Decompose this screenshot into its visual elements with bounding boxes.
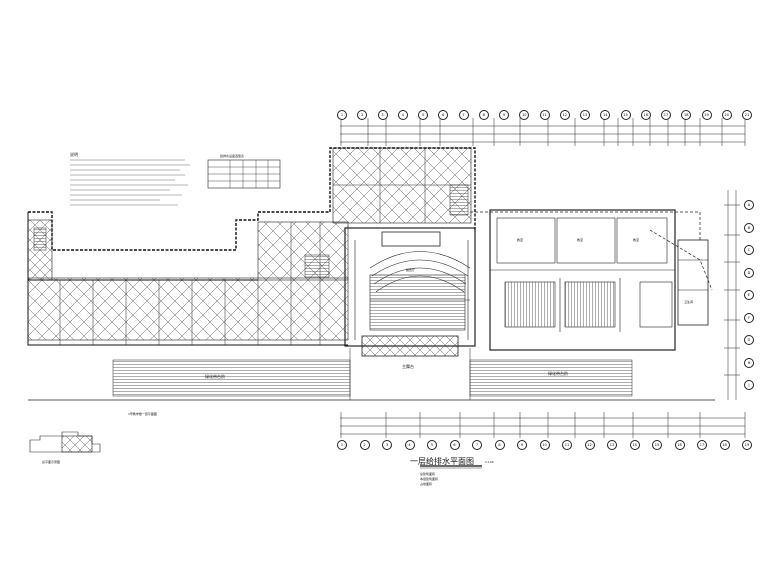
axis-bubble: E	[744, 290, 754, 300]
axis-bubble: A	[744, 200, 754, 210]
bottom-dimension-lines	[340, 412, 746, 438]
axis-bubble: 3	[382, 440, 392, 450]
axis-bubble: 6	[438, 110, 449, 120]
axis-bubble: 9	[517, 440, 527, 450]
axis-bubble: 14	[600, 110, 611, 120]
axis-bubble: J	[744, 380, 754, 390]
terrace-steps	[28, 348, 715, 401]
stair-label-right: 绿化带台阶	[548, 371, 568, 376]
axis-bubble: 7	[472, 440, 482, 450]
axis-bubble: F	[744, 312, 754, 323]
area-line-2: 本层建筑面积	[420, 477, 439, 481]
title-underline	[420, 465, 482, 469]
left-building-label: 1号教学楼一层平面图	[128, 412, 157, 416]
top-dimension-ticks	[340, 118, 746, 146]
axis-bubble: 10	[539, 440, 550, 450]
right-dimension-lines	[724, 190, 740, 400]
axis-bubble: 11	[539, 110, 550, 120]
axis-bubble: 3	[377, 110, 388, 120]
axis-bubble: 17	[697, 440, 707, 450]
axis-bubble: 9	[499, 110, 509, 120]
stage-label: 主舞台	[402, 364, 414, 369]
room-label-classroom-1: 教室	[517, 238, 524, 242]
axis-bubble: 17	[661, 110, 671, 120]
axis-bubble: 7	[458, 110, 469, 120]
axis-bubble: 19	[742, 440, 752, 450]
axis-bubble: 21	[742, 110, 752, 120]
axis-bubble: 11	[562, 440, 572, 450]
axis-bubble: 4	[404, 440, 415, 450]
drawing-scale: 1:100	[485, 460, 494, 464]
key-plan	[29, 431, 101, 453]
axis-bubble: D	[744, 267, 754, 278]
area-line-3: 占地面积	[420, 482, 433, 486]
axis-bubble: C	[744, 245, 754, 255]
axis-bubble: 8	[478, 110, 489, 120]
left-wing	[27, 147, 476, 346]
room-label-auditorium: 报告厅	[406, 268, 416, 272]
axis-bubble: 14	[629, 440, 640, 450]
axis-bubble: 5	[427, 440, 437, 450]
auditorium	[344, 227, 476, 357]
axis-bubble: H	[744, 357, 754, 368]
axis-bubble: 13	[607, 440, 617, 450]
room-label-classroom-3: 教室	[633, 238, 640, 242]
axis-bubble: 4	[397, 110, 408, 120]
axis-bubble: 2	[359, 440, 370, 450]
axis-bubble: 1	[337, 440, 347, 450]
axis-bubble: 16	[640, 110, 651, 120]
axis-bubble: 19	[701, 110, 712, 120]
axis-bubble: 20	[721, 110, 732, 120]
notes-title: 说明	[70, 152, 78, 157]
area-line-1: 总建筑面积	[420, 472, 436, 476]
axis-bubble: 2	[357, 110, 368, 120]
drawing-title: 一层给排水平面图	[410, 457, 474, 466]
axis-bubble: 12	[559, 110, 570, 120]
axis-bubble: B	[744, 222, 754, 233]
keymap-label: 总平面示意图	[42, 460, 61, 464]
top-dimension-lines	[340, 125, 745, 143]
axis-bubble: 10	[519, 110, 530, 120]
axis-bubble: 18	[681, 110, 692, 120]
axis-bubble: 12	[584, 440, 595, 450]
axis-bubble: 5	[418, 110, 428, 120]
room-label-toilet: 卫生间	[684, 300, 694, 304]
notes-block	[70, 159, 281, 206]
axis-bubble: 16	[674, 440, 685, 450]
axis-bubble: 6	[449, 440, 460, 450]
axis-bubble: 8	[494, 440, 505, 450]
table-title: 给排水设备选型表	[220, 154, 245, 158]
axis-bubble: 15	[652, 440, 662, 450]
axis-bubble: G	[744, 335, 754, 345]
classroom-block	[470, 209, 713, 351]
stair-label-left: 绿化带台阶	[205, 374, 225, 379]
axis-bubble: 18	[719, 440, 730, 450]
axis-bubble: 13	[580, 110, 590, 120]
room-label-classroom-2: 教室	[577, 238, 584, 242]
axis-bubble: 1	[337, 110, 347, 120]
axis-bubble: 15	[620, 110, 631, 120]
